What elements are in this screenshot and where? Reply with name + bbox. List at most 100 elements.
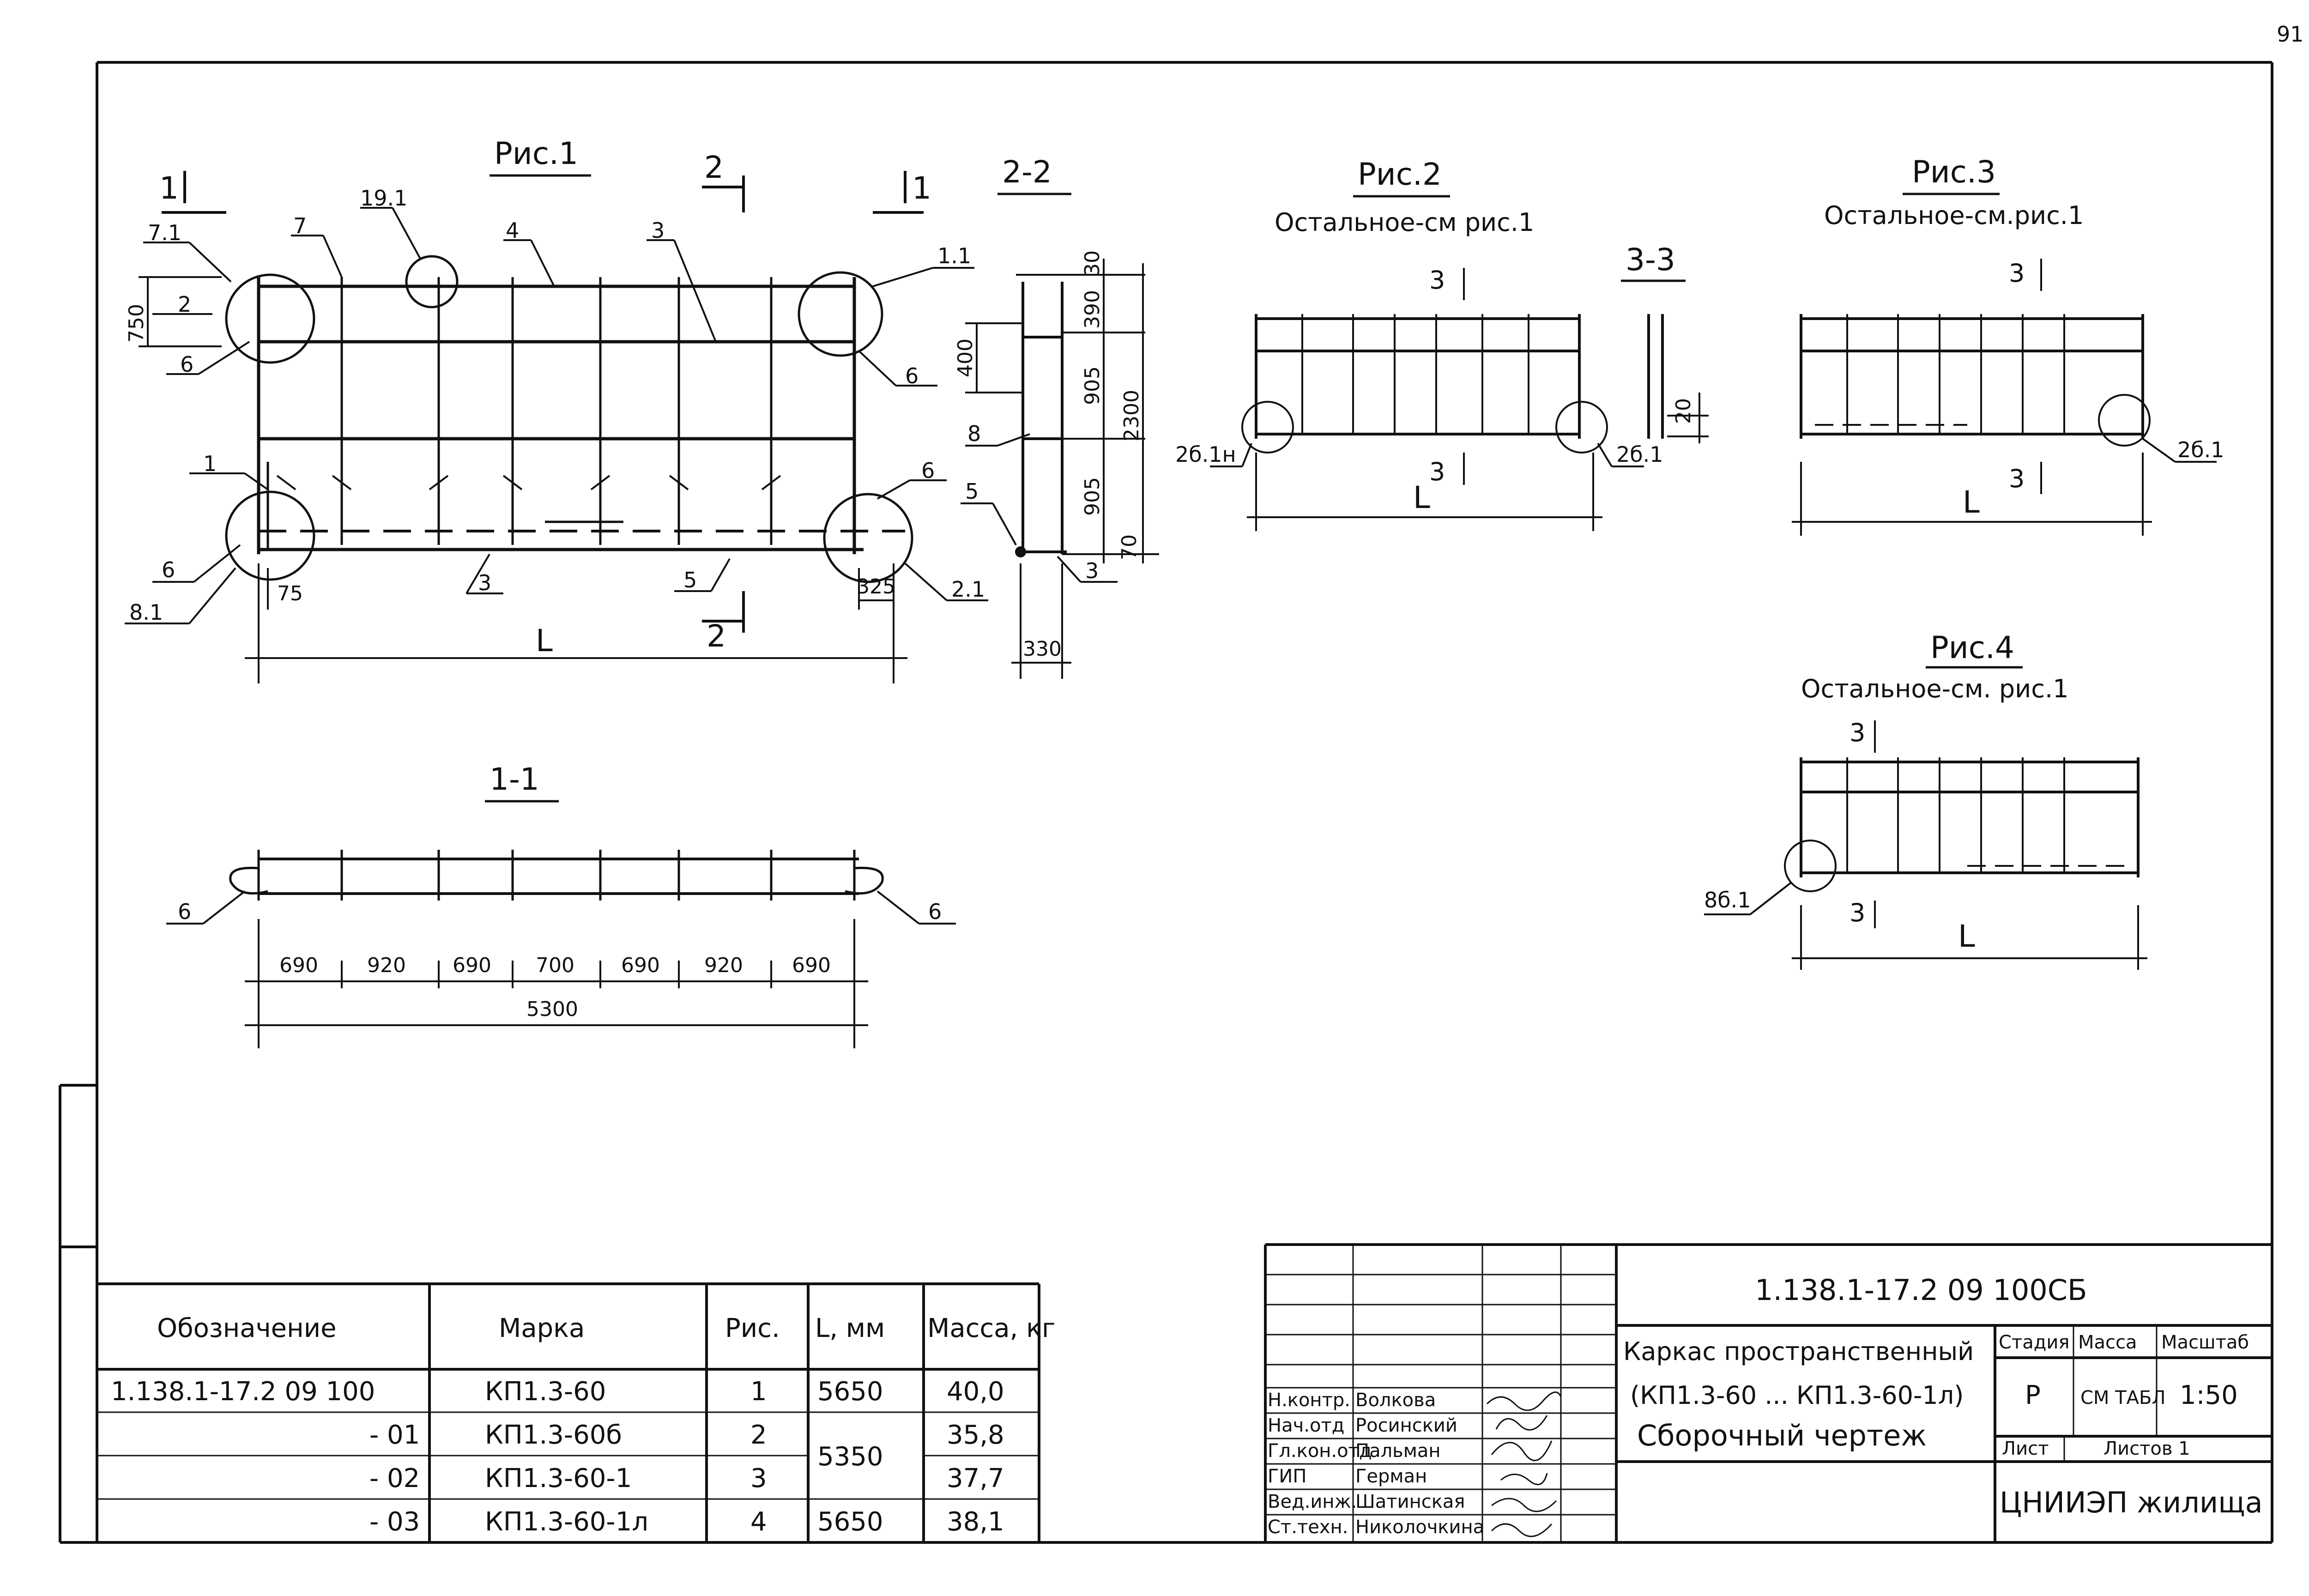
spec-cell-mass: 35,8 (947, 1420, 1004, 1450)
organization-name: ЦНИИЭП жилища (2000, 1486, 2263, 1519)
title-block: 1.138.1-17.2 09 100СБ Каркас пространств… (1264, 1243, 2272, 1542)
spec-header-mass: Масса, кг (927, 1313, 1055, 1343)
spec-cell-length: 5350 (817, 1442, 883, 1472)
signer-name: Николочкина (1355, 1517, 1484, 1538)
spec-cell-mark: КП1.3-60-1л (485, 1507, 648, 1537)
fig3-elevation: Рис.3 Остальное-см.рис.1 3 3 (1792, 154, 2224, 536)
mass-value: СМ ТАБЛ (2080, 1387, 2165, 1409)
fig1-label-1-1: 1.1 (937, 243, 971, 268)
spec-cell-fig: 2 (750, 1420, 767, 1450)
signer-role: Нач.отд (1268, 1415, 1344, 1436)
spec-row: - 01 КП1.3-60б 2 5350 35,8 (369, 1420, 1004, 1472)
drawing-code: 1.138.1-17.2 09 100СБ (1755, 1273, 2087, 1307)
spec-cell-mark: КП1.3-60 (485, 1377, 606, 1407)
fig4-cut-bottom: 3 (1850, 898, 1865, 927)
fig1-title: Рис.1 (494, 136, 578, 171)
signer-name: Волкова (1355, 1390, 1436, 1411)
spec-cell-fig: 4 (750, 1507, 767, 1537)
sec11-spacing-1: 690 (279, 954, 318, 977)
sec22-dim-905a: 905 (1081, 366, 1104, 405)
fig1-label-2-1: 2.1 (951, 577, 985, 602)
fig1-label-5: 5 (683, 568, 697, 592)
fig3-dim-L: L (1963, 484, 1980, 520)
fig1-label-6d: 6 (162, 557, 175, 582)
fig1-elevation: Рис.1 (125, 136, 988, 683)
sec1-mark-right: 1 (912, 170, 931, 206)
col-stage-header: Стадия (1999, 1332, 2069, 1353)
section-2-2: 2-2 30 390 905 (954, 154, 1159, 679)
spec-cell-designation: - 03 (369, 1507, 420, 1537)
fig1-label-1: 1 (203, 451, 217, 476)
sec11-total: 5300 (526, 998, 578, 1021)
sheet-number: 91 (2277, 22, 2304, 47)
fig1-label-6c: 6 (921, 458, 935, 483)
signers-list: Н.контр. Волкова Нач.отд Росинский Гл.ко… (1268, 1390, 1484, 1538)
fig1-dim-325: 325 (857, 575, 895, 598)
fig1-label-3a: 3 (651, 218, 665, 243)
sec22-label-8: 8 (967, 421, 981, 446)
sec11-spacing-3: 690 (453, 954, 491, 977)
fig1-label-3b: 3 (478, 570, 491, 595)
fig1-label-19-1: 19.1 (360, 186, 407, 211)
spec-cell-fig: 3 (750, 1463, 767, 1493)
section-3-3: 3-3 20 (1621, 242, 1709, 443)
fig2-left-label: 2б.1н (1175, 442, 1236, 467)
sec11-title: 1-1 (490, 762, 539, 797)
drawing-name-line2: (КП1.3-60 ... КП1.3-60-1л) (1630, 1381, 1964, 1410)
sec22-dim-390: 390 (1081, 290, 1104, 329)
spec-cell-mark: КП1.3-60б (485, 1420, 622, 1450)
fig2-elevation: Рис.2 Остальное-см рис.1 3 (1175, 157, 1663, 531)
spec-row: - 02 КП1.3-60-1 3 37,7 (369, 1463, 1004, 1493)
fig4-title: Рис.4 (1930, 630, 2014, 665)
spec-header-fig: Рис. (725, 1313, 780, 1343)
sec22-label-5: 5 (965, 479, 979, 504)
fig1-dim-L: L (536, 623, 553, 659)
fig1-label-6b: 6 (905, 363, 919, 388)
fig1-label-7-1: 7.1 (148, 220, 181, 245)
sec11-spacing-5: 690 (621, 954, 660, 977)
fig2-dim-L: L (1413, 480, 1430, 515)
fig1-label-6a: 6 (180, 352, 193, 377)
fig4-dim-L: L (1958, 919, 1975, 954)
fig3-subtitle: Остальное-см.рис.1 (1824, 201, 2084, 230)
sec11-spacing-2: 920 (367, 954, 406, 977)
signer-name: Росинский (1355, 1415, 1457, 1436)
section-1-1: 1-1 (166, 762, 956, 1048)
fig3-title: Рис.3 (1912, 154, 1996, 190)
spec-cell-designation: 1.138.1-17.2 09 100 (111, 1377, 375, 1407)
spec-cell-mass: 37,7 (947, 1463, 1004, 1493)
sec33-title: 3-3 (1626, 242, 1675, 278)
sec11-spacing-6: 920 (704, 954, 743, 977)
sec2-mark-bottom: 2 (707, 618, 726, 654)
signer-role: Гл.кон.отд (1268, 1440, 1372, 1462)
fig1-label-8-1: 8.1 (129, 600, 163, 625)
fig4-left-label: 8б.1 (1704, 888, 1751, 913)
spec-row: 1.138.1-17.2 09 100 КП1.3-60 1 5650 40,0 (111, 1377, 1004, 1407)
fig1-dim-75: 75 (277, 582, 303, 605)
fig3-cut-top: 3 (2009, 259, 2025, 288)
signer-role: ГИП (1268, 1466, 1306, 1487)
sec22-dim-2300: 2300 (1120, 390, 1143, 441)
signer-name: Шатинская (1355, 1491, 1465, 1512)
sec11-right-label: 6 (928, 899, 942, 924)
sec11-spacing-7: 690 (792, 954, 831, 977)
spec-header-mark: Марка (499, 1313, 585, 1343)
signer-name: Герман (1355, 1466, 1427, 1487)
sec22-dim-905b: 905 (1081, 477, 1104, 516)
signer-role: Вед.инж. (1268, 1491, 1357, 1512)
fig2-right-label: 2б.1 (1616, 442, 1663, 467)
spec-cell-length: 5650 (817, 1377, 883, 1407)
spec-cell-mass: 38,1 (947, 1507, 1004, 1537)
fig2-cut-top: 3 (1429, 266, 1445, 295)
fig1-label-4: 4 (506, 218, 519, 243)
spec-cell-length: 5650 (817, 1507, 883, 1537)
fig1-label-7: 7 (293, 213, 307, 238)
fig2-title: Рис.2 (1358, 157, 1442, 192)
fig2-subtitle: Остальное-см рис.1 (1275, 208, 1534, 237)
fig4-subtitle: Остальное-см. рис.1 (1801, 674, 2068, 703)
drawing-name-line1: Каркас пространственный (1623, 1337, 1974, 1366)
sec1-mark-left: 1 (159, 170, 179, 206)
spec-cell-mark: КП1.3-60-1 (485, 1463, 632, 1493)
spec-cell-mass: 40,0 (947, 1377, 1004, 1407)
